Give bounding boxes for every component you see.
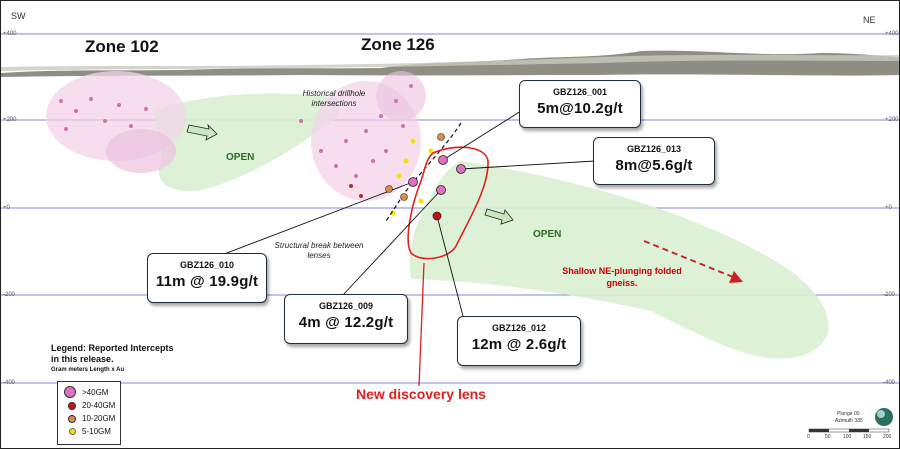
intercept-orange-b (385, 185, 393, 193)
scale-tick-200: 200 (883, 434, 892, 440)
scale-tick-150: 150 (863, 434, 872, 440)
tick-label-minus400-left: -400 (3, 380, 16, 386)
historical-drill-dots (59, 84, 434, 216)
legend-box: >40GM 20-40GM 10-20GM 5-10GM (57, 381, 121, 445)
structural-break-label: Structural break between lenses (274, 241, 364, 260)
callout-hole-id: GBZ126_010 (179, 260, 235, 270)
view-azimuth: Azimuth 335 (835, 418, 863, 424)
callout-hole-id: GBZ126_009 (318, 301, 374, 311)
tick-label-0-right: +0 (885, 205, 892, 211)
tick-label-0-left: +0 (3, 205, 10, 211)
legend-dot (68, 401, 76, 410)
tick-label-400-left: +400 (3, 31, 17, 37)
legend-item-10-20: 10-20GM (66, 414, 115, 423)
leader-001 (442, 110, 522, 161)
legend-dot (68, 414, 76, 423)
intercept-orange-c (400, 193, 408, 201)
new-discovery-lens-label: New discovery lens (356, 386, 486, 402)
legend-item-5-10: 5-10GM (66, 427, 111, 436)
open-label-right: OPEN (533, 229, 562, 240)
scale-tick-0: 0 (807, 434, 810, 440)
legend-label: 10-20GM (82, 414, 116, 423)
legend-label: 5-10GM (82, 427, 111, 436)
zone126-halo-upper (376, 71, 426, 121)
plunge-arrow-line (643, 240, 734, 278)
callout-gbz126-013: GBZ126_013 8m@5.6g/t (593, 137, 715, 185)
callout-hole-id: GBZ126_013 (626, 144, 682, 154)
leader-new-lens (418, 262, 425, 387)
callout-gbz126-010: GBZ126_010 11m @ 19.9g/t (147, 253, 267, 303)
open-arrow-left (186, 123, 218, 141)
leader-012 (436, 215, 464, 317)
legend-label: >40GM (82, 387, 109, 397)
tick-label-400-right: +400 (885, 31, 899, 37)
leader-013 (460, 160, 596, 170)
legend-label: 20-40GM (82, 401, 116, 410)
open-label-left: OPEN (226, 152, 255, 163)
zone-126-title: Zone 126 (361, 35, 435, 54)
callout-hole-id: GBZ126_001 (552, 87, 608, 97)
open-zone-left (154, 93, 340, 192)
intercept-013 (456, 164, 466, 174)
intercept-009 (436, 185, 446, 195)
open-zone-right (409, 161, 829, 359)
callout-result: 8m@5.6g/t (615, 157, 693, 174)
callout-gbz126-009: GBZ126_009 4m @ 12.2g/t (284, 294, 408, 344)
callout-result: 5m@10.2g/t (537, 100, 623, 117)
globe-icon (875, 408, 893, 426)
callout-result: 11m @ 19.9g/t (155, 273, 259, 290)
orientation-ne: NE (863, 15, 876, 25)
callout-result: 12m @ 2.6g/t (471, 336, 567, 353)
callout-gbz126-012: GBZ126_012 12m @ 2.6g/t (457, 316, 581, 366)
tick-label-200-left: +200 (3, 117, 17, 123)
leader-009 (342, 189, 442, 296)
topography-highlight (1, 54, 899, 71)
scale-tick-100: 100 (843, 434, 852, 440)
scale-tick-50: 50 (825, 434, 831, 440)
intercept-012 (432, 211, 442, 221)
callout-gbz126-001: GBZ126_001 5m@10.2g/t (519, 80, 641, 128)
scale-bar (808, 428, 890, 433)
legend-dot (64, 386, 76, 398)
tick-label-minus200-right: -200 (883, 292, 896, 298)
tick-label-minus200-left: -200 (3, 292, 16, 298)
view-plunge: Plunge 00 (837, 411, 860, 417)
open-arrow-right (484, 208, 514, 225)
tick-label-minus400-right: -400 (883, 380, 896, 386)
structural-break-line (385, 122, 462, 222)
legend-subtitle: Gram meters Length x Au (51, 367, 125, 373)
shallow-plunge-label: Shallow NE-plunging folded gneiss. (562, 266, 682, 288)
legend-item-gt40: >40GM (64, 386, 108, 398)
tick-label-200-right: +200 (885, 117, 899, 123)
plunge-arrow-head (729, 271, 743, 283)
intercept-orange-a (437, 133, 445, 141)
orientation-sw: SW (11, 11, 26, 21)
intercept-010 (408, 177, 418, 187)
intercept-001 (438, 155, 448, 165)
legend-item-20-40: 20-40GM (66, 401, 115, 410)
legend-dot (69, 428, 76, 435)
callout-result: 4m @ 12.2g/t (298, 314, 394, 331)
legend-title: Legend: Reported Intercepts in this rele… (51, 343, 174, 364)
callout-hole-id: GBZ126_012 (491, 323, 547, 333)
leader-010 (218, 181, 414, 257)
historical-intersections-label: Historical drillhole intersections (302, 89, 366, 108)
new-discovery-lens-outline (407, 146, 489, 260)
zone-102-title: Zone 102 (85, 37, 159, 56)
zone102-halo-lower (106, 129, 176, 173)
